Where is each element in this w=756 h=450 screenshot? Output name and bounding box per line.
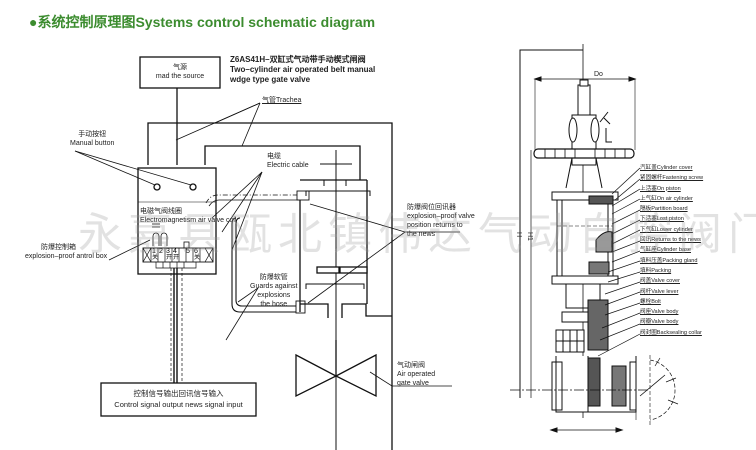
coil-en: Electromagnetism air valve coil bbox=[140, 217, 237, 224]
part-item: 螺栓Bolt bbox=[640, 298, 661, 305]
handwheel bbox=[533, 148, 635, 159]
signal-box bbox=[100, 382, 257, 417]
model-line-en-2: wdge type gate valve bbox=[230, 75, 311, 84]
part-item: 阀封圈Backsealing collar bbox=[640, 329, 702, 336]
watermark: 永嘉县瓯北镇伟达气动自控阀门 bbox=[78, 209, 756, 260]
control-box-cn: 防爆控制箱 bbox=[41, 244, 76, 251]
coil-cn: 电磁气阀线圈 bbox=[140, 208, 182, 215]
gate-valve-en-2: gate valve bbox=[397, 380, 429, 387]
manual-button-en: Manual button bbox=[70, 140, 115, 147]
terminal-6: 6 bbox=[194, 248, 198, 255]
hose-en-1: Guards against bbox=[250, 283, 298, 290]
manual-button-cn: 手动按钮 bbox=[78, 131, 107, 138]
part-item: 上活塞On piston bbox=[640, 185, 681, 192]
model-line-en-1: Two–cylinder air operated belt manual bbox=[230, 65, 376, 74]
manual-button-label: 手动按钮 Manual button bbox=[70, 130, 114, 148]
terminal-mark-4: 开 bbox=[173, 255, 180, 261]
hose-cn: 防爆软管 bbox=[259, 274, 288, 281]
part-item: 阀盖Valve cover bbox=[640, 278, 680, 285]
signal-en: Control signal output news signal input bbox=[114, 400, 243, 409]
part-item: 回讯Returns to the news bbox=[640, 237, 701, 244]
terminal-mark-3: 开 bbox=[166, 255, 173, 261]
trachea-inner bbox=[204, 145, 361, 180]
position-en-3: the news bbox=[407, 231, 436, 238]
position-en-2: position returns to bbox=[407, 222, 463, 229]
terminal-2: 2 bbox=[159, 248, 163, 255]
model-line-cn: Z6AS41H–双缸式气动带手动楔式闸阀 bbox=[230, 55, 366, 64]
control-box-en: explosion–proof antrol box bbox=[25, 253, 108, 260]
manual-button-left bbox=[153, 183, 161, 191]
part-item: 隔板Partition board bbox=[640, 206, 688, 213]
terminal-strip bbox=[142, 247, 214, 263]
air-source-en: mad the source bbox=[155, 73, 205, 80]
signal-label: 控制信号输出回讯信号输入 Control signal output news … bbox=[101, 388, 256, 410]
coil-label: 电磁气阀线圈 Electromagnetism air valve coil bbox=[140, 207, 236, 225]
dim-h: H bbox=[515, 232, 522, 238]
part-item: 下气缸Lower cylinder bbox=[640, 226, 693, 233]
trachea-label: 气管Trachea bbox=[262, 97, 302, 104]
trachea-outer bbox=[147, 122, 393, 450]
gate-valve-en-1: Air operated bbox=[397, 371, 436, 378]
valve-cross-section bbox=[510, 44, 679, 433]
dim-do: Do bbox=[594, 71, 603, 78]
position-cn: 防爆阀位回讯器 bbox=[407, 204, 456, 211]
gate-valve-cn: 气动闸阀 bbox=[397, 362, 425, 369]
part-item: 阀座Valve body bbox=[640, 309, 679, 316]
hose-en-2: explosions bbox=[257, 292, 291, 299]
part-item: 阀瓣Valve body bbox=[640, 319, 679, 326]
page-title: ●系统控制原理图Systems control schematic diagra… bbox=[29, 14, 376, 30]
manual-button-right bbox=[189, 183, 197, 191]
terminal-3: 3 bbox=[166, 248, 170, 255]
electric-cable-label: 电缆 Electric cable bbox=[267, 152, 309, 170]
part-item: 填料压盖Packing gland bbox=[640, 257, 698, 264]
part-item: 紧固螺杆Fastening screw bbox=[640, 175, 704, 182]
part-item: 汽缸盖Cylinder cover bbox=[640, 165, 693, 171]
signal-cn: 控制信号输出回讯信号输入 bbox=[133, 389, 224, 398]
part-item: 上气缸On air cylinder bbox=[640, 195, 693, 202]
position-indicator-label: 防爆阀位回讯器 explosion–proof valve position r… bbox=[407, 203, 475, 239]
electric-cable-cn: 电缆 bbox=[267, 153, 281, 160]
terminal-mark-1: 关 bbox=[152, 255, 159, 261]
position-en-1: explosion–proof valve bbox=[407, 213, 475, 220]
parts-list: 汽缸盖Cylinder cover 紧固螺杆Fastening screw 上活… bbox=[640, 163, 703, 338]
terminal-4: 4 bbox=[173, 248, 177, 255]
air-source-label: 气源 mad the source bbox=[140, 63, 220, 81]
electric-cable-en: Electric cable bbox=[267, 162, 309, 169]
model-description: Z6AS41H–双缸式气动带手动楔式闸阀 Two–cylinder air op… bbox=[230, 55, 375, 85]
gate-valve-symbol bbox=[295, 353, 338, 398]
terminal-mark-6: 关 bbox=[194, 255, 201, 261]
air-source-box bbox=[139, 56, 221, 89]
part-item: 下活塞Lost piston bbox=[640, 216, 684, 223]
part-item: 气缸座Cylinder base bbox=[640, 247, 691, 254]
terminal-5: 5 bbox=[186, 248, 190, 255]
hose-label: 防爆软管 Guards against explosions the hose bbox=[250, 273, 297, 309]
air-source-cn: 气源 bbox=[173, 64, 187, 71]
gate-valve-label: 气动闸阀 Air operated gate valve bbox=[397, 361, 435, 388]
part-item: 填料Packing bbox=[640, 267, 672, 274]
control-box-label: 防爆控制箱 explosion–proof antrol box bbox=[25, 243, 107, 261]
terminal-1: 1 bbox=[152, 248, 156, 255]
dim-h1: H1 bbox=[526, 232, 533, 241]
hose-en-3: the hose bbox=[260, 301, 288, 308]
part-item: 阀杆Valve lever bbox=[640, 288, 679, 295]
